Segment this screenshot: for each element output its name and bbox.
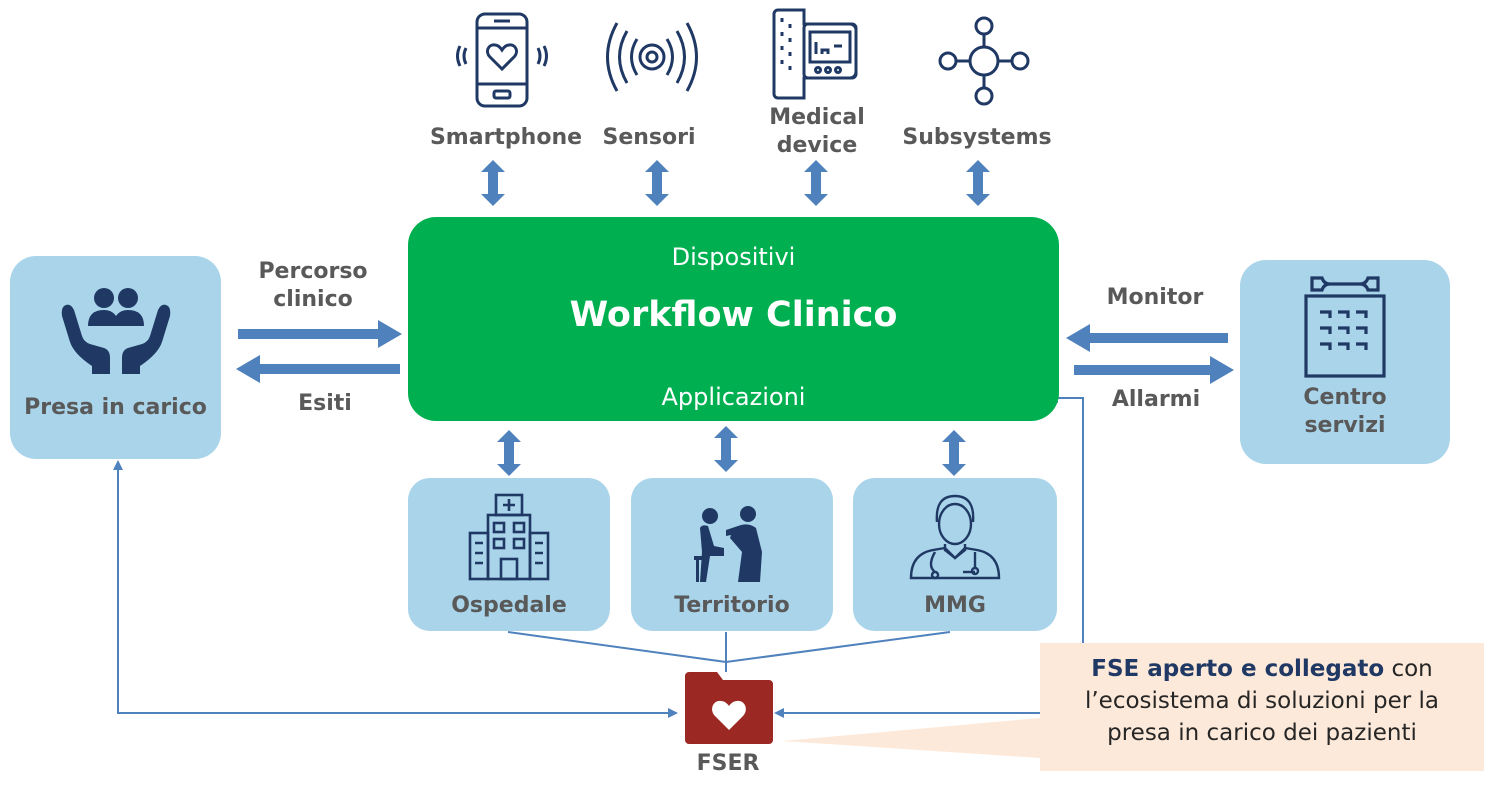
hospital-icon bbox=[466, 493, 552, 581]
building-wrench-icon bbox=[1298, 272, 1392, 380]
doctor-patient-icon bbox=[690, 506, 776, 584]
double-arrow-medical-device bbox=[804, 160, 828, 206]
fse-merge-lines bbox=[507, 631, 951, 672]
physician-icon bbox=[905, 492, 1005, 582]
callout-to-workflow-line bbox=[1048, 393, 1084, 643]
centro-servizi-label: Centro servizi bbox=[1240, 384, 1450, 440]
device-label-subsystems: Subsystems bbox=[902, 125, 1052, 150]
double-arrow-ospedale bbox=[497, 430, 521, 476]
main-bottom-label: Applicazioni bbox=[661, 383, 806, 411]
presa-in-carico-box bbox=[10, 256, 221, 459]
main-top-label: Dispositivi bbox=[671, 243, 796, 271]
fser-label: FSER bbox=[696, 751, 760, 776]
sensor-waves-icon bbox=[606, 14, 698, 100]
double-arrow-subsystems bbox=[966, 160, 990, 206]
smartphone-heart-icon bbox=[452, 10, 552, 110]
callout-line3: presa in carico dei pazienti bbox=[1107, 720, 1417, 747]
device-label-sensori: Sensori bbox=[602, 125, 696, 150]
percorso-line1: Percorso bbox=[258, 259, 368, 284]
double-arrow-smartphone bbox=[481, 160, 505, 206]
centro-line2: servizi bbox=[1304, 413, 1386, 439]
centro-line1: Centro bbox=[1303, 385, 1387, 410]
arrow-monitor bbox=[1066, 324, 1228, 352]
callout-text: FSE aperto e collegato con l’ecosistema … bbox=[1040, 653, 1484, 750]
territorio-label: Territorio bbox=[674, 593, 790, 618]
device-label-medical-line1: Medical bbox=[769, 105, 865, 130]
allarmi-label: Allarmi bbox=[1111, 387, 1201, 412]
medical-monitor-icon bbox=[770, 6, 860, 102]
device-label-medical-device: Medical device bbox=[748, 104, 886, 160]
callout-line1: FSE aperto e collegato con bbox=[1040, 653, 1484, 685]
monitor-label: Monitor bbox=[1106, 285, 1204, 310]
percorso-clinico-label: Percorso clinico bbox=[230, 258, 396, 314]
territorio-box bbox=[631, 478, 833, 631]
device-label-medical-line2: device bbox=[776, 133, 858, 159]
network-hub-icon bbox=[936, 16, 1032, 106]
arrow-allarmi bbox=[1074, 356, 1234, 384]
fse-callout: FSE aperto e collegato con l’ecosistema … bbox=[1040, 643, 1484, 771]
double-arrow-mmg bbox=[942, 430, 966, 476]
double-arrow-territorio bbox=[714, 426, 738, 472]
esiti-label: Esiti bbox=[298, 391, 352, 416]
arrow-esiti bbox=[236, 355, 400, 383]
callout-pointer bbox=[782, 718, 1040, 758]
presa-in-carico-label: Presa in carico bbox=[24, 395, 207, 420]
mmg-label: MMG bbox=[924, 593, 986, 618]
arrow-percorso-clinico bbox=[238, 320, 402, 348]
percorso-line2: clinico bbox=[273, 287, 353, 313]
double-arrow-sensori bbox=[645, 160, 669, 206]
heart-folder-icon bbox=[683, 670, 775, 746]
device-label-smartphone: Smartphone bbox=[429, 125, 583, 150]
callout-bold: FSE aperto e collegato bbox=[1091, 656, 1385, 682]
ospedale-label: Ospedale bbox=[451, 593, 567, 618]
centro-servizi-box bbox=[1240, 260, 1450, 464]
callout-rest: con bbox=[1384, 656, 1433, 682]
callout-line2: l’ecosistema di soluzioni per la bbox=[1084, 688, 1440, 715]
workflow-clinico-box: Dispositivi Workflow Clinico Applicazion… bbox=[408, 217, 1059, 421]
fse-to-presa-line bbox=[113, 460, 670, 714]
main-title: Workflow Clinico bbox=[569, 295, 898, 335]
caring-hands-icon bbox=[60, 284, 172, 376]
